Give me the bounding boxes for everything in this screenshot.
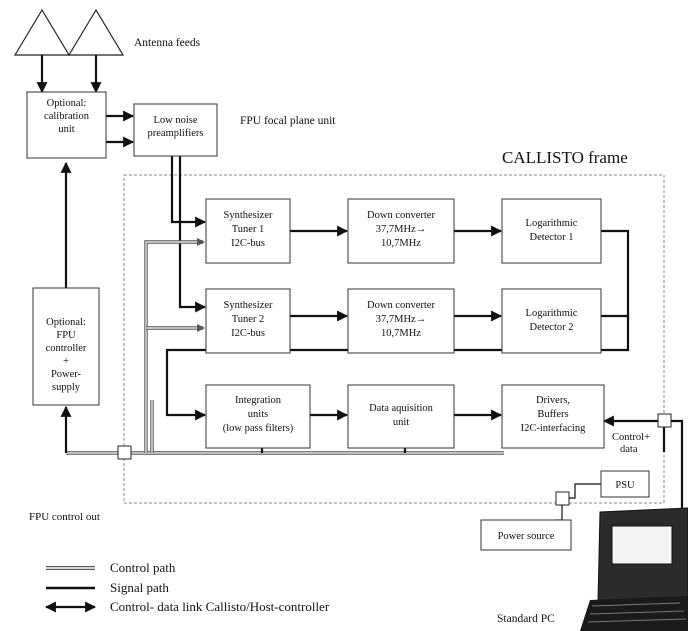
down1-label-line: Down converter [367,210,435,221]
control-data-label-2: data [620,444,638,455]
antenna-feeds-label: Antenna feeds [134,37,201,49]
calibration-label-line: calibration [44,111,90,122]
drivers-label-line: I2C-interfacing [521,423,586,434]
logdet1-box [501,198,602,264]
tuner2-label-line: I2C-bus [231,328,265,339]
fpu-focal-plane-label: FPU focal plane unit [240,115,336,127]
fpu-controller-label-line: Optional: [46,317,86,328]
fpu-controller-label-line: + [63,356,69,367]
logdet1-label-line: Logarithmic [526,218,578,229]
laptop-icon [580,507,688,631]
legend-link-label: Control- data link Callisto/Host-control… [110,599,330,614]
logdet1-label-line: Detector 1 [529,232,573,243]
integration-label-line: units [248,409,268,420]
pc-data-connector [657,413,672,428]
down1-label-line: 37,7MHz→ [376,224,426,235]
fpu-controller-label-line: supply [52,382,81,393]
control-path-lines [66,240,504,455]
power-source-label-line: Power source [498,531,555,542]
down2-label-line: 10,7MHz [381,328,421,339]
integration-label-line: Integration [235,395,282,406]
tuner1-label-line: Synthesizer [224,210,273,221]
calibration-label-line: unit [58,124,74,135]
lna-label-line: preamplifiers [148,128,204,139]
power-source-box [480,519,572,551]
legend: Control path Signal path Control- data l… [44,560,330,614]
callisto-frame-label: CALLISTO frame [502,148,628,167]
legend-control-label: Control path [110,560,176,575]
fpu-control-out-label: FPU control out [29,511,100,523]
fpu-controller-label-line: FPU [56,330,76,341]
psu-label-line: PSU [615,480,635,491]
box-labels: Optional: calibration unit Low noise preampl… [44,98,635,542]
tuner2-label-line: Synthesizer [224,300,273,311]
daq-label-line: unit [393,417,409,428]
drivers-box [501,384,605,449]
logdet2-label-line: Logarithmic [526,308,578,319]
tuner1-label-line: Tuner 1 [232,224,265,235]
fpu-controller-box [32,287,100,406]
lna-box [133,103,218,157]
drivers-label-line: Buffers [537,409,568,420]
down2-label-line: 37,7MHz→ [376,314,426,325]
down2-box [347,288,455,354]
down1-box [347,198,455,264]
callisto-frame-border [123,174,665,504]
integration-label-line: (low pass filters) [223,423,294,434]
daq-box [347,384,455,449]
antenna-icon [13,8,125,56]
calibration-label-line: Optional: [47,98,87,109]
logdet2-box [501,288,602,354]
standard-pc-label: Standard PC [497,613,555,625]
fpu-control-connector [117,445,132,460]
tuner1-label-line: I2C-bus [231,238,265,249]
control-data-label-1: Control+ [612,432,650,443]
legend-signal-label: Signal path [110,580,169,595]
drivers-label-line: Drivers, [536,395,570,406]
psu-box [600,470,650,498]
daq-label-line: Data aquisition [369,403,434,414]
integration-box [205,384,311,449]
tuner2-label-line: Tuner 2 [232,314,265,325]
fpu-controller-label-line: Power- [51,369,82,380]
calibration-box [26,91,107,159]
logdet2-label-line: Detector 2 [529,322,573,333]
tuner2-box [205,288,291,354]
down2-label-line: Down converter [367,300,435,311]
down1-label-line: 10,7MHz [381,238,421,249]
fpu-controller-label-line: controller [46,343,87,354]
psu-connector [555,491,570,506]
lna-label-line: Low noise [153,115,197,126]
tuner1-box [205,198,291,264]
